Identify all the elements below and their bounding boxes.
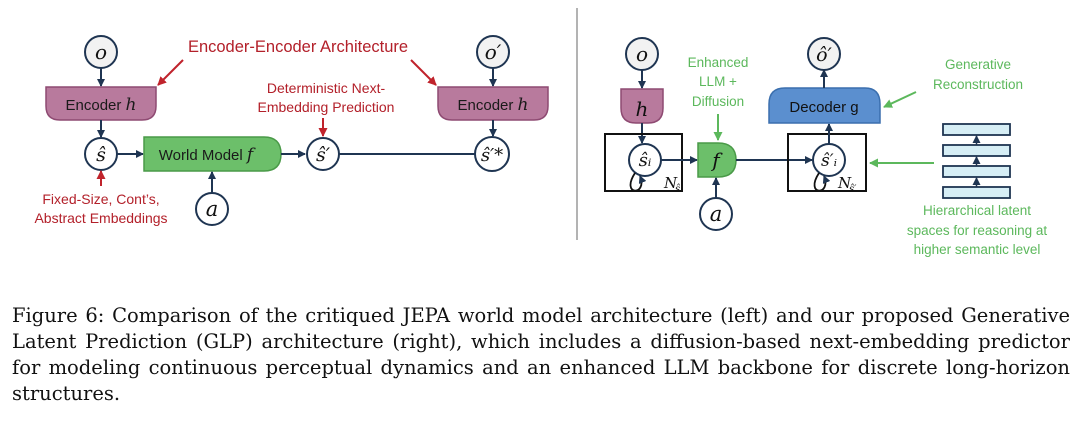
svg-text:Generative: Generative — [945, 57, 1011, 72]
svg-text:Diffusion: Diffusion — [692, 94, 744, 109]
encoder-h-small: h — [620, 88, 664, 124]
red-arrow-to-left-encoder — [157, 59, 184, 86]
annotation-embeddings: Fixed-Size, Cont’s, Abstract Embeddings — [34, 191, 167, 226]
latent-layer — [942, 123, 1011, 136]
svg-text:Encoder h: Encoder h — [458, 95, 529, 115]
svg-text:Deterministic Next-: Deterministic Next- — [267, 80, 386, 96]
node-a-left: a — [195, 192, 229, 226]
latent-layer — [942, 144, 1011, 157]
svg-text:ŝ: ŝ — [675, 184, 680, 195]
svg-text:Decoder g: Decoder g — [789, 99, 858, 116]
svg-text:Enhanced: Enhanced — [688, 55, 749, 70]
annotation-generative-reconstruction: Generative Reconstruction — [933, 57, 1023, 92]
latent-layer — [942, 186, 1011, 199]
node-o-prime: o′ — [476, 35, 510, 69]
node-s-hat-prime: ŝ′ — [306, 137, 340, 171]
svg-text:a: a — [206, 197, 219, 221]
svg-text:ŝ′ᵢ: ŝ′ᵢ — [821, 151, 837, 171]
figure-caption: Figure 6: Comparison of the critiqued JE… — [12, 304, 1070, 405]
self-loop-left — [629, 172, 647, 192]
svg-text:ŝᵢ: ŝᵢ — [639, 150, 652, 171]
node-a-right: a — [699, 197, 733, 231]
left-panel: o Encoder h ŝ World Model f a — [34, 35, 549, 226]
svg-text:spaces for reasoning at: spaces for reasoning at — [907, 223, 1048, 238]
node-o-right: o — [625, 37, 659, 71]
svg-text:ŝ′*: ŝ′* — [481, 145, 503, 166]
svg-text:ŝ′: ŝ′ — [849, 184, 857, 195]
annotation-deterministic: Deterministic Next- Embedding Prediction — [258, 80, 395, 115]
svg-text:Hierarchical latent: Hierarchical latent — [923, 203, 1031, 218]
svg-text:higher semantic level: higher semantic level — [914, 242, 1041, 257]
node-s-hat-prime-star: ŝ′* — [474, 136, 510, 172]
predictor-f: f — [697, 142, 737, 178]
hierarchical-latent-stack — [942, 123, 1011, 199]
encoder-right: Encoder h — [437, 86, 549, 121]
svg-text:ŝ: ŝ — [96, 144, 106, 166]
node-o-hat-prime: ô′ — [807, 37, 841, 71]
svg-text:World Model f: World Model f — [159, 145, 256, 165]
annotation-enhanced-llm: Enhanced LLM + Diffusion — [688, 55, 749, 109]
latent-layer — [942, 165, 1011, 178]
world-model-box: World Model f — [143, 136, 282, 172]
node-o-left: o — [84, 35, 118, 69]
svg-text:a: a — [710, 202, 723, 226]
svg-text:N: N — [837, 174, 852, 192]
decoder-g: Decoder g — [768, 87, 881, 124]
architecture-diagram: o Encoder h ŝ World Model f a — [34, 8, 1048, 257]
encoder-left: Encoder h — [45, 86, 157, 121]
svg-text:h: h — [636, 97, 649, 121]
svg-text:N: N — [663, 174, 678, 192]
svg-text:Reconstruction: Reconstruction — [933, 77, 1023, 92]
plate-right: ŝ′ᵢ N ŝ′ — [787, 133, 867, 195]
svg-text:Fixed-Size, Cont’s,: Fixed-Size, Cont’s, — [42, 191, 159, 207]
svg-text:Abstract Embeddings: Abstract Embeddings — [34, 210, 167, 226]
right-panel: o h ŝᵢ N ŝ f a En — [604, 37, 1048, 257]
annotation-hierarchical: Hierarchical latent spaces for reasoning… — [907, 203, 1048, 257]
green-arrow-to-decoder — [883, 91, 917, 108]
self-loop-right — [813, 172, 831, 192]
svg-text:o: o — [636, 42, 648, 66]
svg-text:o′: o′ — [485, 40, 502, 64]
svg-text:Encoder h: Encoder h — [66, 95, 137, 115]
svg-text:ô′: ô′ — [816, 44, 832, 66]
annotation-encoder-encoder: Encoder-Encoder Architecture — [188, 38, 408, 56]
svg-text:ŝ′: ŝ′ — [316, 144, 331, 166]
svg-text:Embedding Prediction: Embedding Prediction — [258, 99, 395, 115]
svg-text:o: o — [95, 40, 107, 64]
red-arrow-to-right-encoder — [410, 59, 437, 86]
svg-text:LLM +: LLM + — [699, 74, 737, 89]
plate-left: ŝᵢ N ŝ — [604, 133, 683, 195]
node-s-hat: ŝ — [84, 137, 118, 171]
